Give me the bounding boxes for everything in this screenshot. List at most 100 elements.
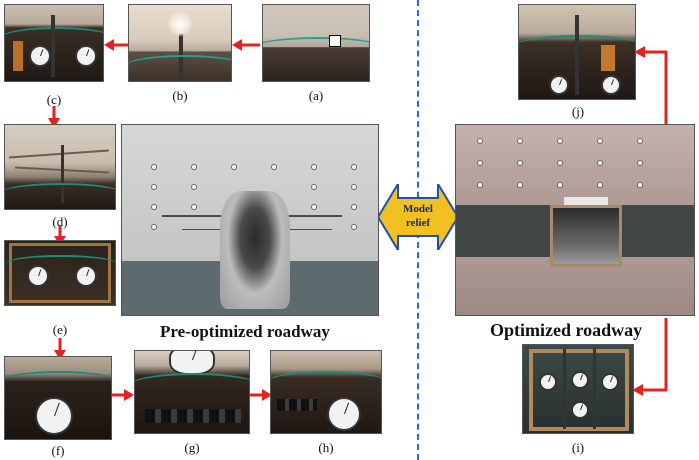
support-frame bbox=[550, 205, 622, 267]
arrow-b-to-c bbox=[104, 39, 128, 51]
light-flare bbox=[167, 11, 193, 37]
dial-gauge-icon bbox=[539, 373, 557, 391]
marker-point bbox=[638, 139, 642, 143]
marker-point bbox=[192, 185, 196, 189]
label-a: (a) bbox=[308, 88, 324, 103]
relief-line1: Model bbox=[403, 203, 433, 215]
target-marker bbox=[329, 35, 341, 47]
marker-point bbox=[352, 165, 356, 169]
anchor-rod bbox=[575, 15, 579, 95]
marker-point bbox=[638, 161, 642, 165]
anchor-rod bbox=[563, 349, 566, 429]
label-d: (d) bbox=[52, 214, 68, 229]
label-f: (f) bbox=[51, 443, 65, 458]
marker-point bbox=[558, 161, 562, 165]
dial-gauge-icon bbox=[29, 45, 51, 67]
photo-a bbox=[262, 4, 370, 82]
cavity bbox=[220, 191, 290, 309]
label-j: (j) bbox=[571, 104, 585, 119]
sensor-row bbox=[145, 409, 241, 423]
marker-point bbox=[478, 161, 482, 165]
marker-point bbox=[518, 139, 522, 143]
top-plate bbox=[564, 197, 608, 205]
marker-point bbox=[192, 165, 196, 169]
dial-gauge-icon bbox=[571, 401, 589, 419]
label-e: (e) bbox=[52, 322, 68, 337]
marker-point bbox=[152, 205, 156, 209]
arrow-a-to-b bbox=[232, 39, 260, 51]
dial-gauge-icon bbox=[35, 397, 73, 435]
pre-optimized-title: Pre-optimized roadway bbox=[160, 322, 330, 341]
marker-point bbox=[152, 165, 156, 169]
cable-line bbox=[135, 373, 249, 399]
pre-optimized-model-photo bbox=[121, 124, 379, 316]
relief-line2: relief bbox=[405, 217, 431, 229]
marker-point bbox=[272, 165, 276, 169]
photo-j bbox=[518, 4, 636, 100]
optimized-model-photo bbox=[455, 124, 695, 316]
dial-gauge-icon bbox=[75, 265, 97, 287]
label-b: (b) bbox=[172, 88, 188, 103]
marker-point bbox=[638, 183, 642, 187]
marker-point bbox=[352, 185, 356, 189]
marker-point bbox=[312, 185, 316, 189]
arrow-f-to-g bbox=[112, 389, 134, 401]
marker-point bbox=[152, 225, 156, 229]
dial-gauge-icon bbox=[601, 373, 619, 391]
anchor-rod bbox=[179, 23, 183, 79]
bracket bbox=[13, 41, 23, 71]
marker-point bbox=[152, 185, 156, 189]
model-relief-badge bbox=[378, 184, 458, 250]
dial-gauge-icon bbox=[27, 265, 49, 287]
marker-point bbox=[478, 183, 482, 187]
sensor-row bbox=[277, 399, 317, 411]
optimized-title: Optimized roadway bbox=[490, 320, 643, 340]
marker-point bbox=[598, 139, 602, 143]
marker-point bbox=[352, 205, 356, 209]
marker-point bbox=[558, 139, 562, 143]
cable-line bbox=[129, 55, 231, 77]
photo-g bbox=[134, 350, 250, 434]
photo-b bbox=[128, 4, 232, 82]
marker-point bbox=[518, 161, 522, 165]
upper-strata bbox=[456, 125, 694, 205]
marker-point bbox=[598, 183, 602, 187]
dial-gauge-icon bbox=[169, 351, 215, 375]
dial-gauge-icon bbox=[327, 397, 361, 431]
marker-point bbox=[352, 225, 356, 229]
marker-point bbox=[312, 205, 316, 209]
bracket bbox=[601, 45, 615, 71]
frame bbox=[529, 349, 629, 431]
cable-line bbox=[263, 37, 369, 59]
arrow-to-j bbox=[634, 46, 668, 126]
anchor-rod bbox=[61, 145, 64, 203]
photo-i bbox=[522, 344, 634, 434]
label-i: (i) bbox=[571, 440, 585, 455]
relief-text: Model relief bbox=[388, 202, 448, 230]
marker-point bbox=[558, 183, 562, 187]
crack-line bbox=[9, 149, 109, 159]
marker-point bbox=[192, 205, 196, 209]
arrow-g-to-h bbox=[250, 389, 272, 401]
photo-e bbox=[4, 240, 116, 306]
cable-line bbox=[5, 255, 115, 273]
arrow-c-to-d bbox=[48, 106, 60, 128]
arrow-to-i bbox=[632, 318, 668, 396]
dial-gauge-icon bbox=[601, 75, 621, 95]
anchor-rod bbox=[51, 15, 55, 77]
marker-point bbox=[478, 139, 482, 143]
photo-d bbox=[4, 124, 116, 210]
marker-point bbox=[598, 161, 602, 165]
dial-gauge-icon bbox=[571, 371, 589, 389]
photo-f bbox=[4, 356, 112, 440]
dial-gauge-icon bbox=[549, 75, 569, 95]
dial-gauge-icon bbox=[75, 45, 97, 67]
label-h: (h) bbox=[318, 440, 334, 455]
arrow-e-to-f bbox=[54, 338, 66, 360]
label-g: (g) bbox=[184, 440, 200, 455]
marker-point bbox=[232, 165, 236, 169]
label-c: (c) bbox=[46, 92, 62, 107]
photo-h bbox=[270, 350, 382, 434]
cable-line bbox=[5, 183, 115, 203]
marker-point bbox=[312, 165, 316, 169]
